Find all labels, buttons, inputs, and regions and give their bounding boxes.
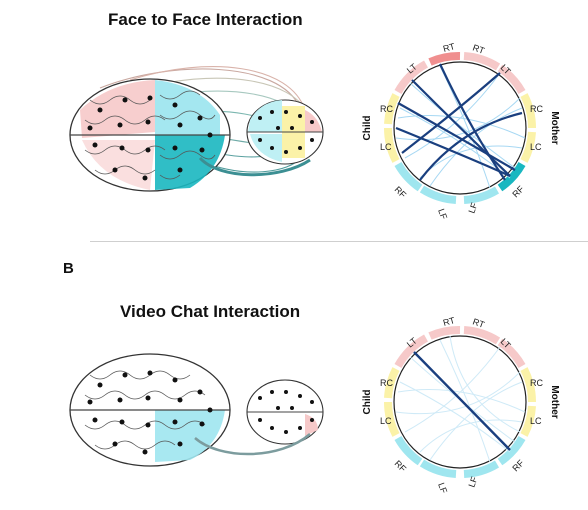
mother-rf-label: RF (510, 458, 526, 474)
panel-face-to-face: Face to Face Interaction (0, 0, 588, 240)
child-brain (69, 353, 231, 467)
child-rc-label: RC (380, 104, 393, 114)
weak-links (395, 335, 526, 463)
panel-video-chat: B Video Chat Interaction (0, 250, 588, 504)
child-lf-label: LF (436, 207, 449, 221)
mother-brain (246, 99, 324, 165)
child-rf-label: RF (393, 458, 409, 474)
panel-b-letter: B (63, 260, 74, 277)
inter-brain-link (194, 433, 311, 456)
child-rt-label: RT (442, 315, 457, 328)
mother-rf-label: RF (510, 184, 526, 200)
mother-lf-label: LF (466, 201, 479, 215)
child-rf-label: RF (393, 184, 409, 200)
face-to-face-brains (69, 66, 324, 192)
child-lc-label: LC (380, 142, 392, 152)
mother-side-label: Mother (549, 385, 560, 418)
child-rc-label: RC (380, 378, 393, 388)
mother-rt-label: RT (471, 316, 486, 330)
video-chat-chord-diagram: RT RT LT LT RC RC LC LC RF RF LF LF Chil… (362, 315, 560, 495)
strong-inter-brain-link (198, 156, 311, 177)
strong-links (395, 63, 523, 181)
child-side-label: Child (362, 390, 373, 415)
mother-rc-label: RC (530, 378, 543, 388)
face-to-face-chord-diagram: RT RT LT LT RC RC LC LC RF RF LF LF Chil… (362, 41, 560, 221)
strong-link (413, 351, 511, 451)
video-chat-brains (69, 353, 324, 467)
panel-divider (90, 241, 588, 242)
mother-lc-label: LC (530, 416, 542, 426)
mother-brain (246, 379, 324, 445)
child-lc-label: LC (380, 416, 392, 426)
mother-rt-label: RT (471, 42, 486, 56)
mother-side-label: Mother (549, 111, 560, 144)
panel-b-title: Video Chat Interaction (120, 302, 301, 321)
child-rt-label: RT (442, 41, 457, 54)
mother-lf-label: LF (466, 475, 479, 489)
mother-lc-label: LC (530, 142, 542, 152)
panel-a-title: Face to Face Interaction (108, 10, 303, 29)
mother-rc-label: RC (530, 104, 543, 114)
child-side-label: Child (362, 116, 373, 141)
child-brain (69, 78, 231, 192)
child-lf-label: LF (436, 481, 449, 495)
